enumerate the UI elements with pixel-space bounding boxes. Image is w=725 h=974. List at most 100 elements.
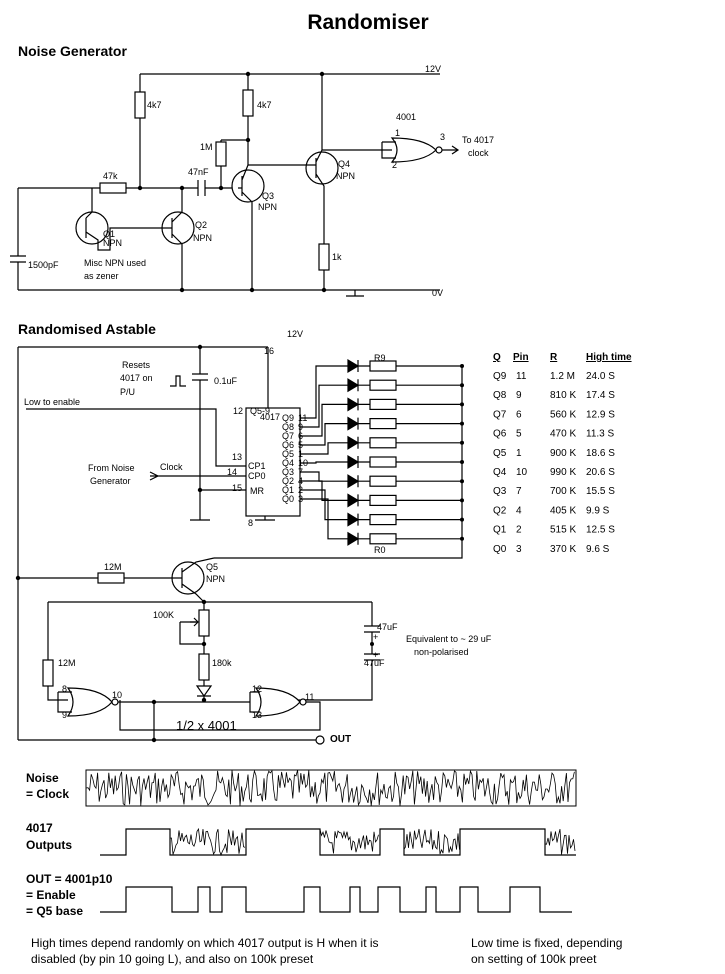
ic-output-Q1: Q1: [282, 485, 294, 495]
footnote-left-line1: High times depend randomly on which 4017…: [31, 936, 379, 950]
table-cell: 18.6 S: [586, 448, 615, 459]
diode: [347, 474, 360, 489]
ic-q59: Q5-9: [250, 406, 270, 416]
page-title: Randomiser: [307, 11, 428, 34]
table-cell: Q8: [493, 390, 507, 401]
output-wire: [300, 461, 348, 464]
table-cell: 515 K: [550, 525, 576, 536]
diode-resistor-wire: [357, 532, 462, 545]
out-label: OUT: [330, 734, 351, 745]
table-cell: 900 K: [550, 448, 576, 459]
table-cell: 2: [516, 525, 522, 536]
q3-leads: [238, 164, 253, 290]
output-wire: [300, 365, 348, 419]
diode-resistor-wire: [357, 475, 462, 488]
gate2-pin-12: 12: [252, 684, 262, 694]
diode: [347, 358, 360, 374]
diode: [347, 493, 360, 508]
table-cell: Q3: [493, 486, 507, 497]
table-cell: 11.3 S: [586, 429, 614, 440]
transistor-q3: [231, 169, 265, 203]
q5-name: Q5: [206, 562, 218, 572]
cap-note-line2: non-polarised: [414, 647, 469, 657]
q4-type: NPN: [336, 171, 355, 181]
outputs-label-line1: 4017: [26, 821, 53, 835]
q1-leads: [85, 188, 160, 251]
footnote-right-line2: on setting of 100k preet: [471, 952, 597, 966]
junction-dot: [201, 697, 207, 703]
ic-mr: MR: [250, 486, 264, 496]
gate-pin-1: 1: [395, 128, 400, 138]
nor-gate-bubble: [435, 146, 443, 154]
table-cell: Q4: [493, 467, 507, 478]
q4-name: Q4: [338, 159, 350, 169]
r-47k-label: 47k: [103, 171, 118, 181]
preset-100k: [198, 609, 210, 637]
output-wire: [300, 442, 348, 455]
r-4k7-right-label: 4k7: [257, 100, 272, 110]
table-cell: Q2: [493, 505, 507, 516]
output-bus: [214, 366, 463, 559]
junction-dot: [370, 642, 374, 646]
reset-capacitor: [190, 347, 246, 521]
gate-pin-2: 2: [392, 160, 397, 170]
table-cell: 9.9 S: [586, 505, 610, 516]
table-cell: Q9: [493, 371, 507, 382]
ic-output-Q6: Q6: [282, 440, 294, 450]
gate-leads: [381, 141, 460, 159]
astable-heading: Randomised Astable: [18, 321, 156, 337]
timing-section: Noise = Clock 4017 Outputs OUT = 4001p10…: [26, 769, 577, 918]
table-header: Q: [493, 352, 501, 363]
table-cell: 990 K: [550, 467, 576, 478]
enable-waveform: [100, 886, 572, 913]
diode-timing: [195, 685, 213, 698]
diode-resistor-wire: [357, 379, 462, 392]
reset-note-line3: P/U: [120, 387, 135, 397]
ic-output-Q2: Q2: [282, 476, 294, 486]
diode: [347, 512, 360, 527]
table-cell: 24.0 S: [586, 371, 615, 382]
preset-wiper: [190, 617, 199, 627]
preset-label: 100K: [153, 610, 174, 620]
table-cell: 20.6 S: [586, 467, 615, 478]
ic-cp1: CP1: [248, 461, 266, 471]
table-header: High time: [586, 352, 632, 363]
table-cell: 17.4 S: [586, 390, 615, 401]
table-cell: 1.2 M: [550, 371, 575, 382]
ladder-resistor: [369, 533, 397, 545]
resistor-47k: [99, 182, 127, 194]
ladder-resistor: [369, 379, 397, 391]
output-wire: [300, 480, 348, 501]
output-wire: [300, 471, 348, 482]
ic-cp0: CP0: [248, 471, 266, 481]
astable-supply-wire: [17, 346, 269, 740]
ic-output-Q7: Q7: [282, 431, 294, 441]
ic-4017: [245, 407, 301, 517]
cap-top-label: 47uF: [377, 622, 398, 632]
enable-wire: [26, 408, 246, 467]
q1-type: NPN: [103, 238, 122, 248]
outputs-noise-segment: [403, 828, 460, 855]
table-cell: 10: [516, 467, 528, 478]
gate1-leads: [57, 691, 250, 740]
ic-output-Q3: Q3: [282, 467, 294, 477]
clock-label: Clock: [160, 462, 183, 472]
r-left-label: 12M: [58, 658, 76, 668]
diode: [347, 435, 360, 450]
table-cell: 7: [516, 486, 522, 497]
q2-leads: [160, 188, 183, 290]
noise-waveform: [85, 769, 577, 807]
q2-name: Q2: [195, 220, 207, 230]
table-cell: 15.5 S: [586, 486, 615, 497]
junction-dot: [179, 185, 185, 191]
q5-type: NPN: [206, 574, 225, 584]
capacitor-1500pf: [10, 187, 92, 290]
diode-resistor-wire: [357, 417, 462, 430]
ladder-resistor: [369, 398, 397, 410]
table-cell: Q7: [493, 409, 507, 420]
r9-label: R9: [374, 353, 386, 363]
to-4017-line2: clock: [468, 148, 489, 158]
q2-type: NPN: [193, 233, 212, 243]
outputs-noise-segment: [169, 827, 246, 857]
